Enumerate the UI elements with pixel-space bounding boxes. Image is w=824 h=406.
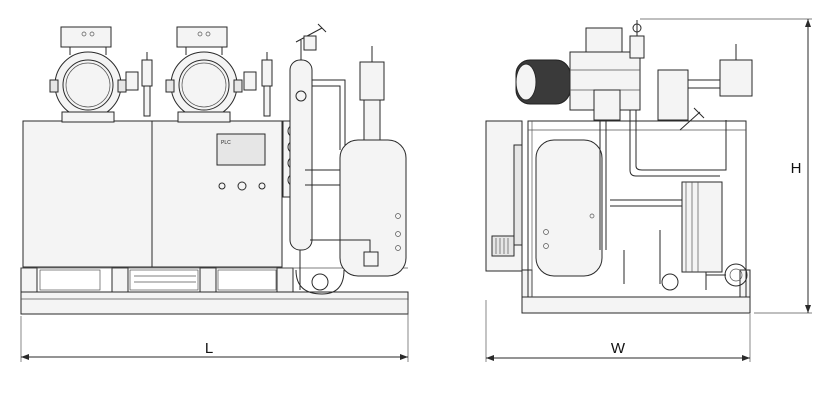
- compressor-valves: [125, 52, 273, 117]
- side-piping: [599, 110, 748, 291]
- plc-screen-label: PLC: [221, 140, 231, 146]
- length-dimension: L: [20, 300, 409, 362]
- indicator-lamp: [258, 182, 266, 190]
- front-view: PLC: [20, 23, 409, 362]
- side-view: W H: [485, 18, 812, 362]
- plc-screen: [216, 133, 266, 166]
- liquid-receiver: [339, 46, 407, 277]
- width-dimension: W: [485, 300, 751, 362]
- oil-separator: [289, 23, 361, 251]
- front-lower-piping: [295, 239, 379, 295]
- compressor-left: [49, 26, 127, 123]
- side-cabinet: [485, 120, 523, 272]
- electrical-cabinet: PLC: [22, 120, 283, 268]
- control-switch: [237, 181, 247, 191]
- width-label: W: [611, 340, 626, 357]
- height-label: H: [791, 160, 802, 177]
- side-liquid-receiver: [535, 139, 603, 277]
- height-dimension: H: [640, 18, 812, 314]
- compressor-right: [165, 26, 243, 123]
- length-label: L: [205, 340, 213, 357]
- front-support-tubes: [39, 269, 277, 291]
- front-base-frame: [20, 267, 409, 315]
- indicator-lamp: [218, 182, 226, 190]
- side-frame: [527, 120, 747, 298]
- side-compressor: [515, 27, 641, 121]
- side-valves: [629, 20, 753, 131]
